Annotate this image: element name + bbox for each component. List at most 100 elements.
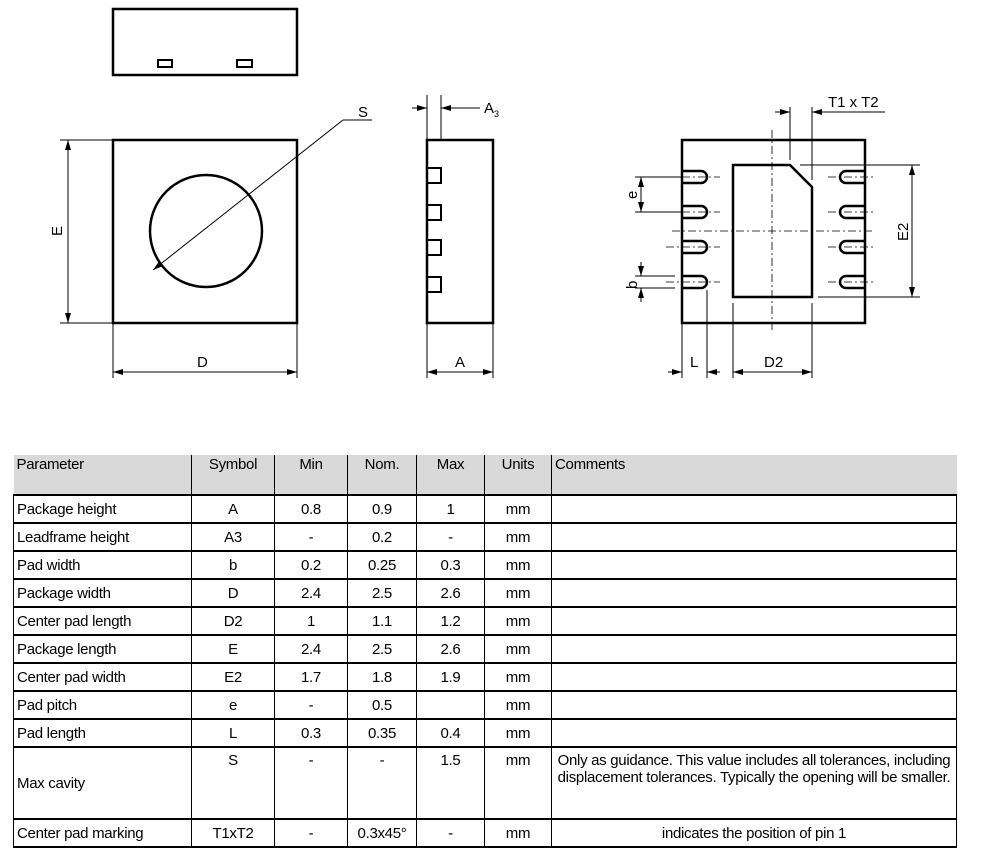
min-cell: 0.3 <box>274 718 348 747</box>
max-cell: - <box>416 522 485 551</box>
symbol-cell: L <box>191 718 275 747</box>
min-cell: - <box>274 746 348 819</box>
nom-cell: 1.8 <box>347 662 417 691</box>
label-E2: E2 <box>895 223 912 241</box>
nom-cell: 2.5 <box>347 578 417 607</box>
comments-cell <box>551 634 957 663</box>
min-cell: 1 <box>274 606 348 635</box>
min-cell: 1.7 <box>274 662 348 691</box>
comments-cell <box>551 550 957 579</box>
label-b: b <box>624 281 641 289</box>
label-e: e <box>624 191 641 199</box>
max-cell: 2.6 <box>416 634 485 663</box>
nom-cell: 1.1 <box>347 606 417 635</box>
symbol-cell: A <box>191 494 275 523</box>
nom-cell: 0.5 <box>347 690 417 719</box>
symbol-cell: T1xT2 <box>191 818 275 848</box>
min-cell: 0.8 <box>274 494 348 523</box>
max-cell: 1.5 <box>416 746 485 819</box>
symbol-cell: S <box>191 746 275 819</box>
units-cell: mm <box>484 578 552 607</box>
column-header: Symbol <box>191 455 275 495</box>
parameter-cell: Max cavity <box>13 746 192 819</box>
nom-cell: 0.2 <box>347 522 417 551</box>
parameter-cell: Package length <box>13 634 192 663</box>
label-L: L <box>690 354 698 371</box>
max-cell: 1.2 <box>416 606 485 635</box>
column-header: Nom. <box>347 455 417 495</box>
max-cell: 1.9 <box>416 662 485 691</box>
package-drawing: S E D A3 A <box>49 7 920 378</box>
max-cell <box>416 690 485 719</box>
units-cell: mm <box>484 718 552 747</box>
max-cell: - <box>416 818 485 848</box>
min-cell: 0.2 <box>274 550 348 579</box>
nom-cell: 0.25 <box>347 550 417 579</box>
label-A: A <box>455 354 465 371</box>
min-cell: - <box>274 818 348 848</box>
comments-cell: Only as guidance. This value includes al… <box>551 746 957 819</box>
units-cell: mm <box>484 606 552 635</box>
symbol-cell: D <box>191 578 275 607</box>
max-cell: 0.4 <box>416 718 485 747</box>
symbol-cell: b <box>191 550 275 579</box>
label-D2: D2 <box>764 354 783 371</box>
units-cell: mm <box>484 550 552 579</box>
parameter-cell: Pad pitch <box>13 690 192 719</box>
nom-cell: 0.9 <box>347 494 417 523</box>
comments-cell <box>551 690 957 719</box>
symbol-cell: D2 <box>191 606 275 635</box>
units-cell: mm <box>484 690 552 719</box>
units-cell: mm <box>484 818 552 848</box>
comments-cell <box>551 606 957 635</box>
parameter-cell: Center pad length <box>13 606 192 635</box>
units-cell: mm <box>484 662 552 691</box>
front-view <box>60 119 372 378</box>
column-header: Units <box>484 455 552 495</box>
symbol-cell: E <box>191 634 275 663</box>
label-A3: A3 <box>484 100 499 119</box>
column-header: Max <box>416 455 485 495</box>
comments-cell <box>551 522 957 551</box>
parameter-cell: Pad width <box>13 550 192 579</box>
parameter-cell: Package height <box>13 494 192 523</box>
units-cell: mm <box>484 494 552 523</box>
symbol-cell: E2 <box>191 662 275 691</box>
column-header: Min <box>274 455 348 495</box>
symbol-cell: e <box>191 690 275 719</box>
parameter-cell: Package width <box>13 578 192 607</box>
side-view <box>412 95 495 378</box>
bottom-view <box>635 107 920 378</box>
max-cell: 1 <box>416 494 485 523</box>
units-cell: mm <box>484 746 552 819</box>
label-D: D <box>197 354 208 371</box>
max-cell: 0.3 <box>416 550 485 579</box>
parameter-cell: Leadframe height <box>13 522 192 551</box>
units-cell: mm <box>484 634 552 663</box>
comments-cell <box>551 718 957 747</box>
min-cell: - <box>274 690 348 719</box>
nom-cell: 0.35 <box>347 718 417 747</box>
label-E: E <box>49 226 66 236</box>
max-cell: 2.6 <box>416 578 485 607</box>
units-cell: mm <box>484 522 552 551</box>
comments-cell: indicates the position of pin 1 <box>551 818 957 848</box>
top-view <box>111 7 299 77</box>
label-S: S <box>358 104 368 121</box>
comments-cell <box>551 494 957 523</box>
parameter-cell: Pad length <box>13 718 192 747</box>
parameter-cell: Center pad marking <box>13 818 192 848</box>
symbol-cell: A3 <box>191 522 275 551</box>
